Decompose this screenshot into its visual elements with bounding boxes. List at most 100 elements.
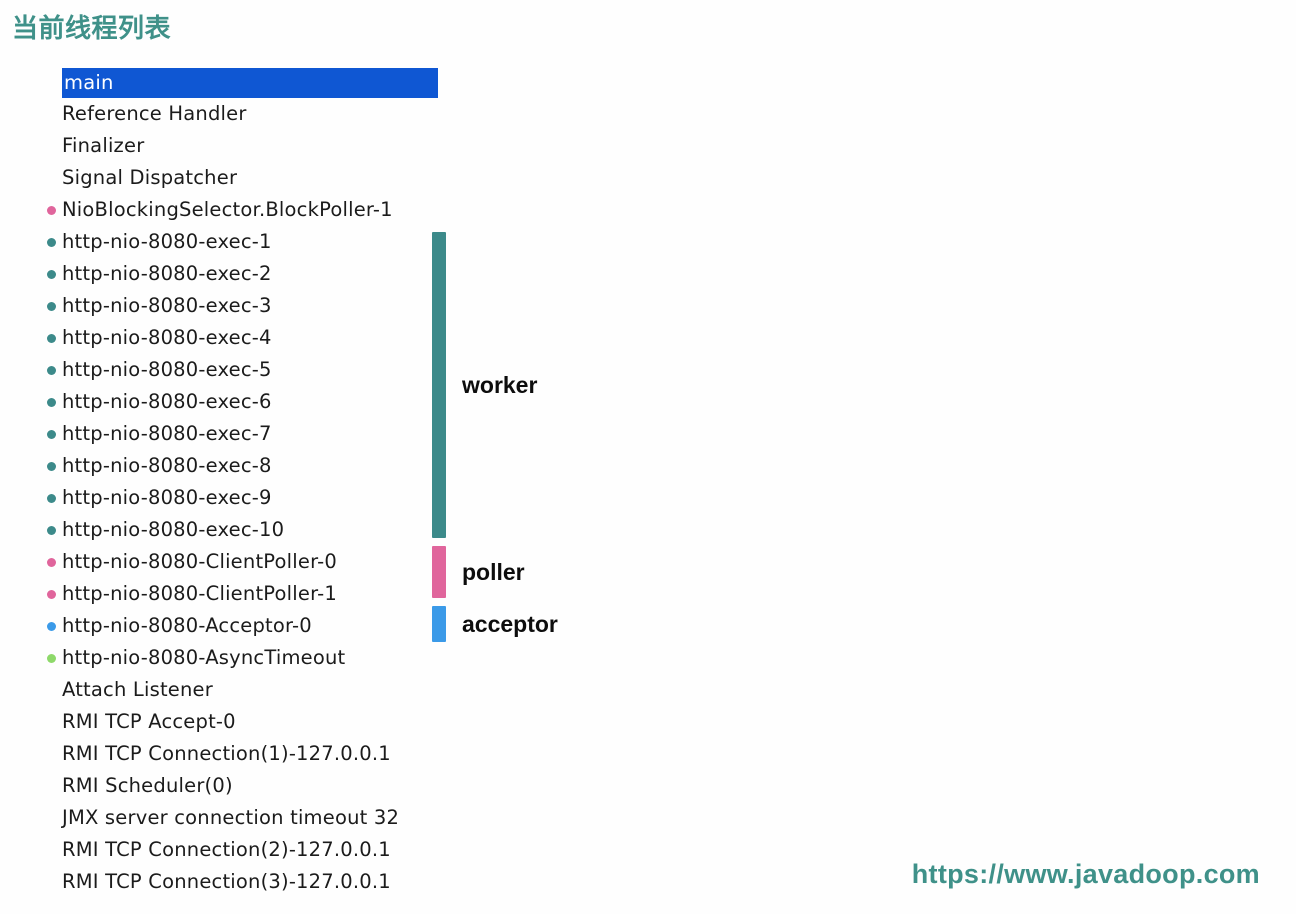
group-label-poller: poller: [462, 558, 525, 585]
thread-name-label: http-nio-8080-Acceptor-0: [62, 614, 312, 637]
thread-bullet-pink-icon: [46, 557, 56, 567]
thread-list-item[interactable]: RMI TCP Connection(3)-127.0.0.1: [40, 866, 460, 898]
thread-bullet-none-icon: [47, 110, 56, 119]
thread-bullet-teal-icon: [46, 237, 56, 247]
thread-list-item[interactable]: RMI TCP Connection(1)-127.0.0.1: [40, 738, 460, 770]
thread-list-item[interactable]: http-nio-8080-exec-3: [40, 290, 460, 322]
thread-bullet-slot: [40, 162, 62, 194]
thread-bullet-teal-icon: [46, 397, 56, 407]
thread-list-item[interactable]: http-nio-8080-Acceptor-0: [40, 610, 460, 642]
thread-bullet-slot: [40, 642, 62, 674]
thread-bullet-slot: [40, 418, 62, 450]
thread-list-item[interactable]: http-nio-8080-exec-9: [40, 482, 460, 514]
thread-bullet-slot: [40, 738, 62, 770]
thread-list-item[interactable]: RMI TCP Accept-0: [40, 706, 460, 738]
group-acceptor: acceptor: [432, 606, 558, 642]
thread-bullet-slot: [40, 482, 62, 514]
thread-bullet-pink-icon: [46, 589, 56, 599]
thread-name-label: Signal Dispatcher: [62, 166, 238, 189]
group-bar-worker: [432, 232, 446, 538]
thread-bullet-slot: [40, 546, 62, 578]
thread-list-item[interactable]: http-nio-8080-exec-4: [40, 322, 460, 354]
thread-name-label: RMI TCP Connection(1)-127.0.0.1: [62, 742, 391, 765]
thread-name-label: Reference Handler: [62, 102, 247, 125]
thread-name-label: RMI Scheduler(0): [62, 774, 233, 797]
thread-bullet-teal-icon: [46, 269, 56, 279]
group-poller: poller: [432, 546, 525, 598]
thread-name-label: http-nio-8080-exec-5: [62, 358, 272, 381]
thread-name-label: http-nio-8080-exec-3: [62, 294, 272, 317]
thread-list-item[interactable]: main: [62, 68, 438, 98]
thread-list-item[interactable]: http-nio-8080-exec-5: [40, 354, 460, 386]
thread-bullet-none-icon: [47, 814, 56, 823]
group-label-acceptor: acceptor: [462, 610, 558, 637]
thread-name-label: NioBlockingSelector.BlockPoller-1: [62, 198, 393, 221]
thread-list-item[interactable]: http-nio-8080-AsyncTimeout: [40, 642, 460, 674]
thread-name-label: Attach Listener: [62, 678, 213, 701]
thread-list-item[interactable]: http-nio-8080-ClientPoller-1: [40, 578, 460, 610]
thread-bullet-teal-icon: [46, 461, 56, 471]
thread-bullet-teal-icon: [46, 365, 56, 375]
thread-bullet-none-icon: [47, 878, 56, 887]
thread-name-label: http-nio-8080-AsyncTimeout: [62, 646, 346, 669]
group-bar-acceptor: [432, 606, 446, 642]
thread-list-item[interactable]: http-nio-8080-exec-7: [40, 418, 460, 450]
thread-bullet-slot: [40, 770, 62, 802]
thread-bullet-slot: [40, 386, 62, 418]
thread-bullet-slot: [40, 834, 62, 866]
watermark-url: https://www.javadoop.com: [911, 859, 1260, 889]
thread-list-item[interactable]: http-nio-8080-ClientPoller-0: [40, 546, 460, 578]
thread-bullet-none-icon: [47, 686, 56, 695]
group-bar-poller: [432, 546, 446, 598]
thread-list-item[interactable]: Attach Listener: [40, 674, 460, 706]
thread-bullet-none-icon: [47, 718, 56, 727]
thread-list-item[interactable]: RMI Scheduler(0): [40, 770, 460, 802]
thread-name-label: Finalizer: [62, 134, 145, 157]
thread-name-label: http-nio-8080-exec-6: [62, 390, 272, 413]
thread-bullet-slot: [40, 226, 62, 258]
thread-name-label: JMX server connection timeout 32: [62, 806, 400, 829]
thread-bullet-slot: [40, 322, 62, 354]
page-title: 当前线程列表: [12, 14, 172, 44]
thread-list-item[interactable]: NioBlockingSelector.BlockPoller-1: [40, 194, 460, 226]
thread-bullet-blue-icon: [46, 621, 56, 631]
thread-bullet-none-icon: [47, 846, 56, 855]
thread-name-label: http-nio-8080-exec-7: [62, 422, 272, 445]
thread-name-label: http-nio-8080-ClientPoller-1: [62, 582, 337, 605]
thread-bullet-slot: [40, 866, 62, 898]
thread-list-item[interactable]: Signal Dispatcher: [40, 162, 460, 194]
thread-bullet-teal-icon: [46, 493, 56, 503]
thread-list-item[interactable]: Finalizer: [40, 130, 460, 162]
thread-bullet-none-icon: [47, 782, 56, 791]
thread-bullet-slot: [40, 98, 62, 130]
thread-bullet-teal-icon: [46, 333, 56, 343]
thread-bullet-slot: [40, 194, 62, 226]
thread-list-item[interactable]: Reference Handler: [40, 98, 460, 130]
thread-name-label: http-nio-8080-exec-8: [62, 454, 272, 477]
thread-name-label: RMI TCP Accept-0: [62, 710, 236, 733]
thread-list-item[interactable]: http-nio-8080-exec-2: [40, 258, 460, 290]
thread-list-item[interactable]: http-nio-8080-exec-10: [40, 514, 460, 546]
thread-bullet-none-icon: [47, 750, 56, 759]
thread-list-item[interactable]: http-nio-8080-exec-8: [40, 450, 460, 482]
thread-bullet-pink-icon: [46, 205, 56, 215]
thread-bullet-slot: [40, 578, 62, 610]
thread-name-label: http-nio-8080-exec-2: [62, 262, 272, 285]
thread-bullet-none-icon: [47, 174, 56, 183]
thread-name-label: http-nio-8080-exec-10: [62, 518, 285, 541]
thread-list-item[interactable]: JMX server connection timeout 32: [40, 802, 460, 834]
thread-list-item[interactable]: http-nio-8080-exec-6: [40, 386, 460, 418]
thread-bullet-slot: [40, 450, 62, 482]
thread-bullet-none-icon: [47, 142, 56, 151]
thread-list-item[interactable]: http-nio-8080-exec-1: [40, 226, 460, 258]
group-label-worker: worker: [462, 371, 538, 398]
thread-name-label: RMI TCP Connection(3)-127.0.0.1: [62, 870, 391, 893]
thread-name-label: http-nio-8080-exec-1: [62, 230, 272, 253]
thread-list-item[interactable]: RMI TCP Connection(2)-127.0.0.1: [40, 834, 460, 866]
thread-bullet-green-icon: [46, 653, 56, 663]
thread-bullet-slot: [40, 354, 62, 386]
thread-name-label: http-nio-8080-ClientPoller-0: [62, 550, 337, 573]
thread-bullet-slot: [40, 130, 62, 162]
